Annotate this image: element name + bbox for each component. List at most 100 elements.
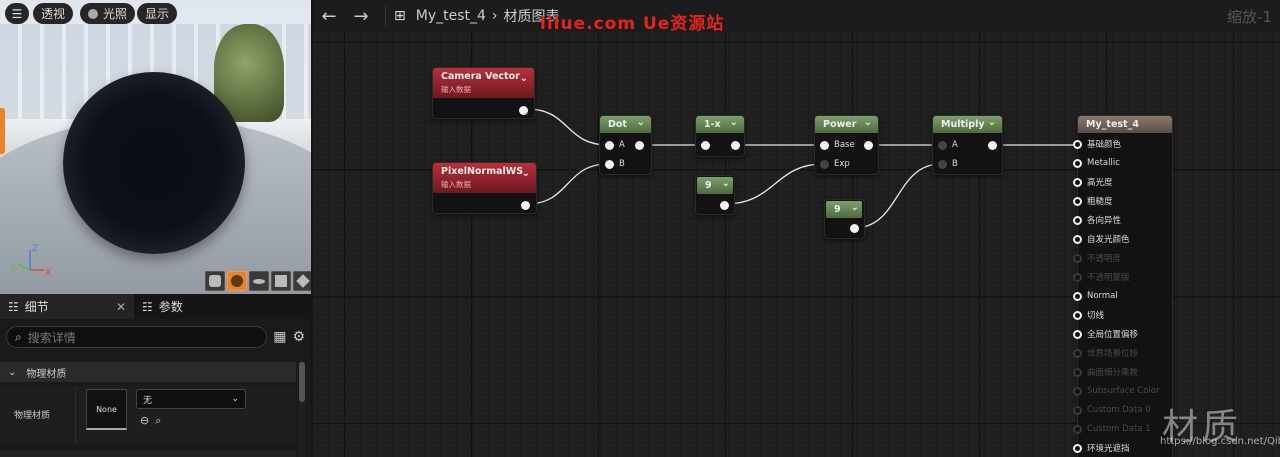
chevron-down-icon[interactable]: ⌄	[850, 202, 859, 213]
material-input-label: Custom Data 1	[1087, 424, 1151, 434]
zoom-level: 缩放-1	[1227, 8, 1272, 26]
axis-z-label: Z	[32, 244, 38, 254]
perspective-button[interactable]: 透视	[33, 3, 74, 24]
browse-icon[interactable]: ⌕	[155, 414, 162, 427]
material-input-normal[interactable]: Normal	[1073, 287, 1173, 305]
node-constant-exp[interactable]: 9 ⌄	[695, 175, 735, 215]
cube-icon[interactable]	[271, 271, 291, 291]
chevron-down-icon[interactable]: ⌄	[636, 117, 645, 128]
material-input-emissive[interactable]: 自发光颜色	[1073, 230, 1173, 248]
material-input-ambient-occlusion[interactable]: 环境光遮挡	[1073, 439, 1173, 457]
material-input-roughness[interactable]: 粗糙度	[1073, 192, 1173, 210]
material-input-label: Custom Data 0	[1087, 405, 1151, 415]
input-pin[interactable]	[1073, 443, 1082, 453]
lighting-button[interactable]: 光照	[80, 3, 136, 24]
breadcrumb-page[interactable]: 材质图表	[503, 9, 560, 25]
node-constant-multiply[interactable]: 9 ⌄	[824, 199, 865, 239]
chevron-down-icon[interactable]: ⌄	[721, 178, 730, 189]
output-pin[interactable]	[864, 141, 873, 150]
sphere-icon[interactable]	[227, 271, 247, 291]
node-header: Power ⌄	[815, 116, 878, 133]
input-pin[interactable]	[1073, 196, 1082, 206]
asset-thumbnail[interactable]: None	[86, 389, 127, 430]
background-tree	[214, 24, 284, 122]
tab-parameters[interactable]: ☷ 参数	[134, 294, 191, 319]
chevron-down-icon[interactable]: ⌄	[863, 117, 872, 128]
back-arrow-icon[interactable]: ←	[321, 5, 337, 27]
input-pin-exp[interactable]	[820, 160, 829, 169]
breadcrumb-asset[interactable]: My_test_4	[415, 8, 486, 24]
graph-icon: ⊞	[394, 8, 406, 24]
section-header-physical-material[interactable]: ⌄ 物理材质	[0, 362, 296, 382]
material-input-specular[interactable]: 高光度	[1073, 173, 1173, 191]
chevron-down-icon[interactable]: ⌄	[987, 117, 996, 128]
show-label: 显示	[145, 7, 170, 21]
input-pin[interactable]	[1073, 291, 1082, 301]
node-camera-vector[interactable]: Camera Vector 输入数据 ⌄	[432, 67, 535, 119]
chevron-down-icon[interactable]: ⌄	[521, 168, 530, 179]
material-input-base-color[interactable]: 基础颜色	[1073, 135, 1173, 153]
input-pin[interactable]	[701, 141, 710, 150]
material-input-tessellation: 曲面细分乘数	[1073, 363, 1173, 381]
input-pin[interactable]	[1073, 329, 1082, 339]
input-pin-b[interactable]	[938, 160, 947, 169]
chevron-down-icon[interactable]: ⌄	[519, 73, 528, 84]
input-pin-a[interactable]	[605, 141, 614, 150]
close-icon[interactable]: ✕	[115, 299, 126, 314]
input-pin-a[interactable]	[938, 141, 947, 150]
input-pin[interactable]	[1073, 310, 1082, 320]
node-one-minus[interactable]: 1-x ⌄	[695, 115, 745, 157]
scrollbar-thumb[interactable]	[299, 362, 305, 402]
table-view-icon[interactable]: ▦	[273, 329, 287, 345]
node-pixel-normal-ws[interactable]: PixelNormalWS 输入数据 ⌄	[432, 162, 537, 214]
output-pin[interactable]	[850, 224, 859, 233]
physical-material-dropdown[interactable]: 无 ⌄	[136, 389, 246, 409]
node-power[interactable]: Power ⌄ Base Exp	[814, 115, 879, 175]
tab-details[interactable]: ☷ 细节 ✕	[0, 294, 134, 319]
search-input[interactable]: ⌕ 搜索详情	[6, 326, 268, 348]
input-pin[interactable]	[1073, 139, 1082, 149]
node-header: 9 ⌄	[826, 201, 862, 218]
material-input-anisotropy[interactable]: 各向异性	[1073, 211, 1173, 229]
show-button[interactable]: 显示	[137, 3, 178, 24]
perspective-label: 透视	[41, 7, 66, 21]
input-pin	[1073, 272, 1082, 282]
details-scrollbar[interactable]	[299, 362, 305, 457]
section-title: 物理材质	[26, 368, 67, 380]
material-input-tangent[interactable]: 切线	[1073, 306, 1173, 324]
input-pin	[1073, 386, 1082, 396]
input-pin[interactable]	[1073, 215, 1082, 225]
chevron-down-icon[interactable]: ⌄	[729, 117, 738, 128]
node-header: 9 ⌄	[697, 177, 733, 194]
output-pin[interactable]	[988, 141, 997, 150]
output-pin[interactable]	[720, 201, 729, 210]
node-material-result[interactable]: My_test_4	[1077, 115, 1173, 457]
viewport-side-tab[interactable]	[0, 108, 5, 154]
custom-mesh-icon[interactable]	[293, 271, 311, 291]
node-multiply[interactable]: Multiply ⌄ A B	[932, 115, 1003, 175]
gear-icon[interactable]: ⚙	[292, 329, 305, 345]
hamburger-icon: ☰	[11, 6, 23, 21]
use-selected-icon[interactable]: ⊖	[140, 414, 150, 427]
input-pin-base[interactable]	[820, 141, 829, 150]
preview-sphere	[63, 72, 245, 254]
input-pin[interactable]	[1073, 158, 1082, 168]
plane-icon[interactable]	[249, 271, 269, 291]
material-preview-viewport[interactable]: ☰ 透视 光照 显示 Z X Y	[0, 0, 311, 294]
node-dot[interactable]: Dot ⌄ A B	[599, 115, 652, 175]
output-pin[interactable]	[521, 201, 530, 210]
input-pin	[1073, 424, 1082, 434]
input-pin[interactable]	[1073, 177, 1082, 187]
output-pin[interactable]	[519, 106, 528, 115]
output-pin[interactable]	[635, 141, 644, 150]
forward-arrow-icon[interactable]: →	[353, 5, 369, 27]
search-icon: ⌕	[15, 329, 22, 344]
cylinder-icon[interactable]	[205, 271, 225, 291]
property-divider	[75, 386, 76, 444]
input-pin[interactable]	[1073, 234, 1082, 244]
input-pin-b[interactable]	[605, 160, 614, 169]
material-input-metallic[interactable]: Metallic	[1073, 154, 1173, 172]
output-pin[interactable]	[731, 141, 740, 150]
viewport-menu-button[interactable]: ☰	[5, 3, 29, 24]
material-input-world-position-offset[interactable]: 全局位置偏移	[1073, 325, 1173, 343]
